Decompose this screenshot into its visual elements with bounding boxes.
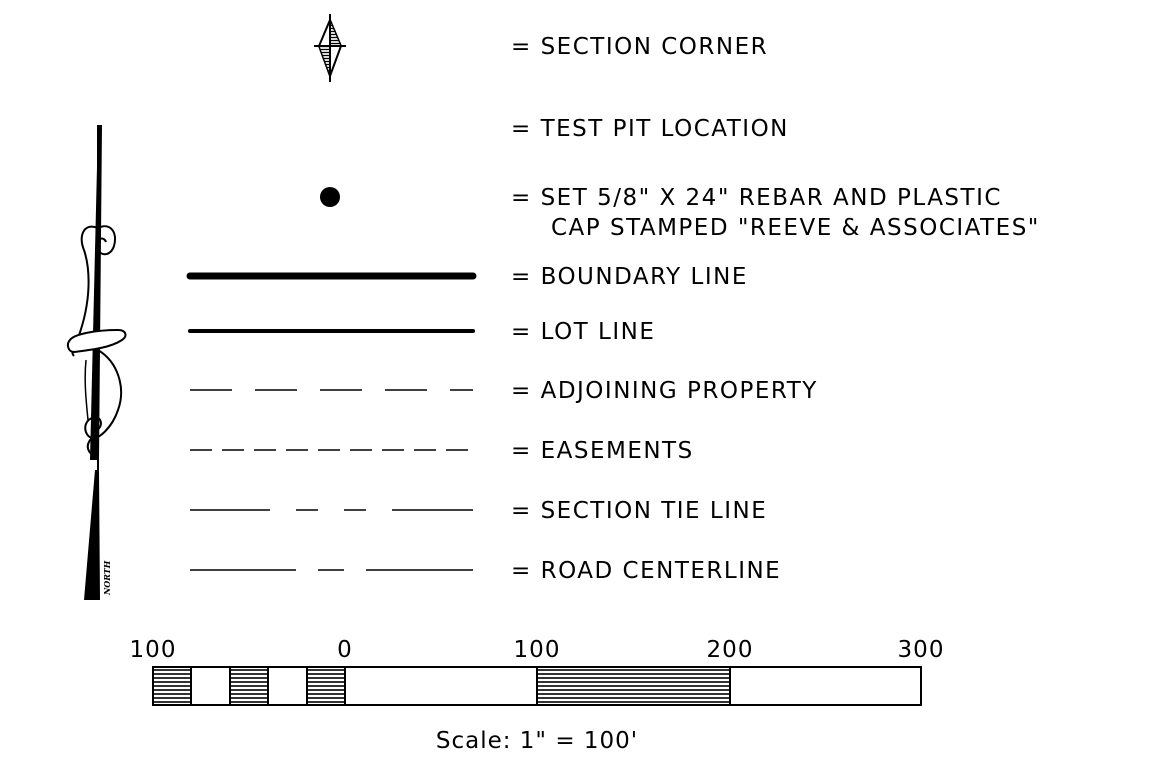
scale-tick-label: 0 <box>337 637 353 663</box>
legend-label-section-corner: = SECTION CORNER <box>511 34 768 60</box>
north-arrow-icon <box>66 125 127 600</box>
scale-segment-filled <box>306 666 346 706</box>
scale-segment-filled <box>536 666 731 706</box>
scale-segment-filled <box>152 666 192 706</box>
north-label: NORTH <box>102 560 112 596</box>
scale-tick-label: 200 <box>707 637 754 663</box>
scale-tick-label: 100 <box>514 637 561 663</box>
scale-segment-filled <box>229 666 269 706</box>
legend-label-road-centerline: = ROAD CENTERLINE <box>511 558 781 584</box>
scale-tick-label: 300 <box>898 637 945 663</box>
rebar-dot-icon <box>320 187 340 207</box>
legend-label-lot-line: = LOT LINE <box>511 319 655 345</box>
legend-label-test-pit: = TEST PIT LOCATION <box>511 116 789 142</box>
legend-label-adjoining-property: = ADJOINING PROPERTY <box>511 378 818 404</box>
legend-label-rebar-line2: CAP STAMPED "REEVE & ASSOCIATES" <box>551 215 1040 241</box>
scale-tick-label: 100 <box>130 637 177 663</box>
section-corner-icon <box>314 14 346 82</box>
north-arrow: NORTH <box>66 125 127 600</box>
legend-label-section-tie-line: = SECTION TIE LINE <box>511 498 767 524</box>
scale-caption: Scale: 1" = 100' <box>436 728 638 754</box>
legend-label-easements: = EASEMENTS <box>511 438 694 464</box>
legend-label-rebar: = SET 5/8" X 24" REBAR AND PLASTIC <box>511 185 1002 211</box>
scale-bar: 100 0 100 200 300 Scale: 1" = 100' <box>130 637 945 754</box>
legend-label-boundary-line: = BOUNDARY LINE <box>511 264 748 290</box>
